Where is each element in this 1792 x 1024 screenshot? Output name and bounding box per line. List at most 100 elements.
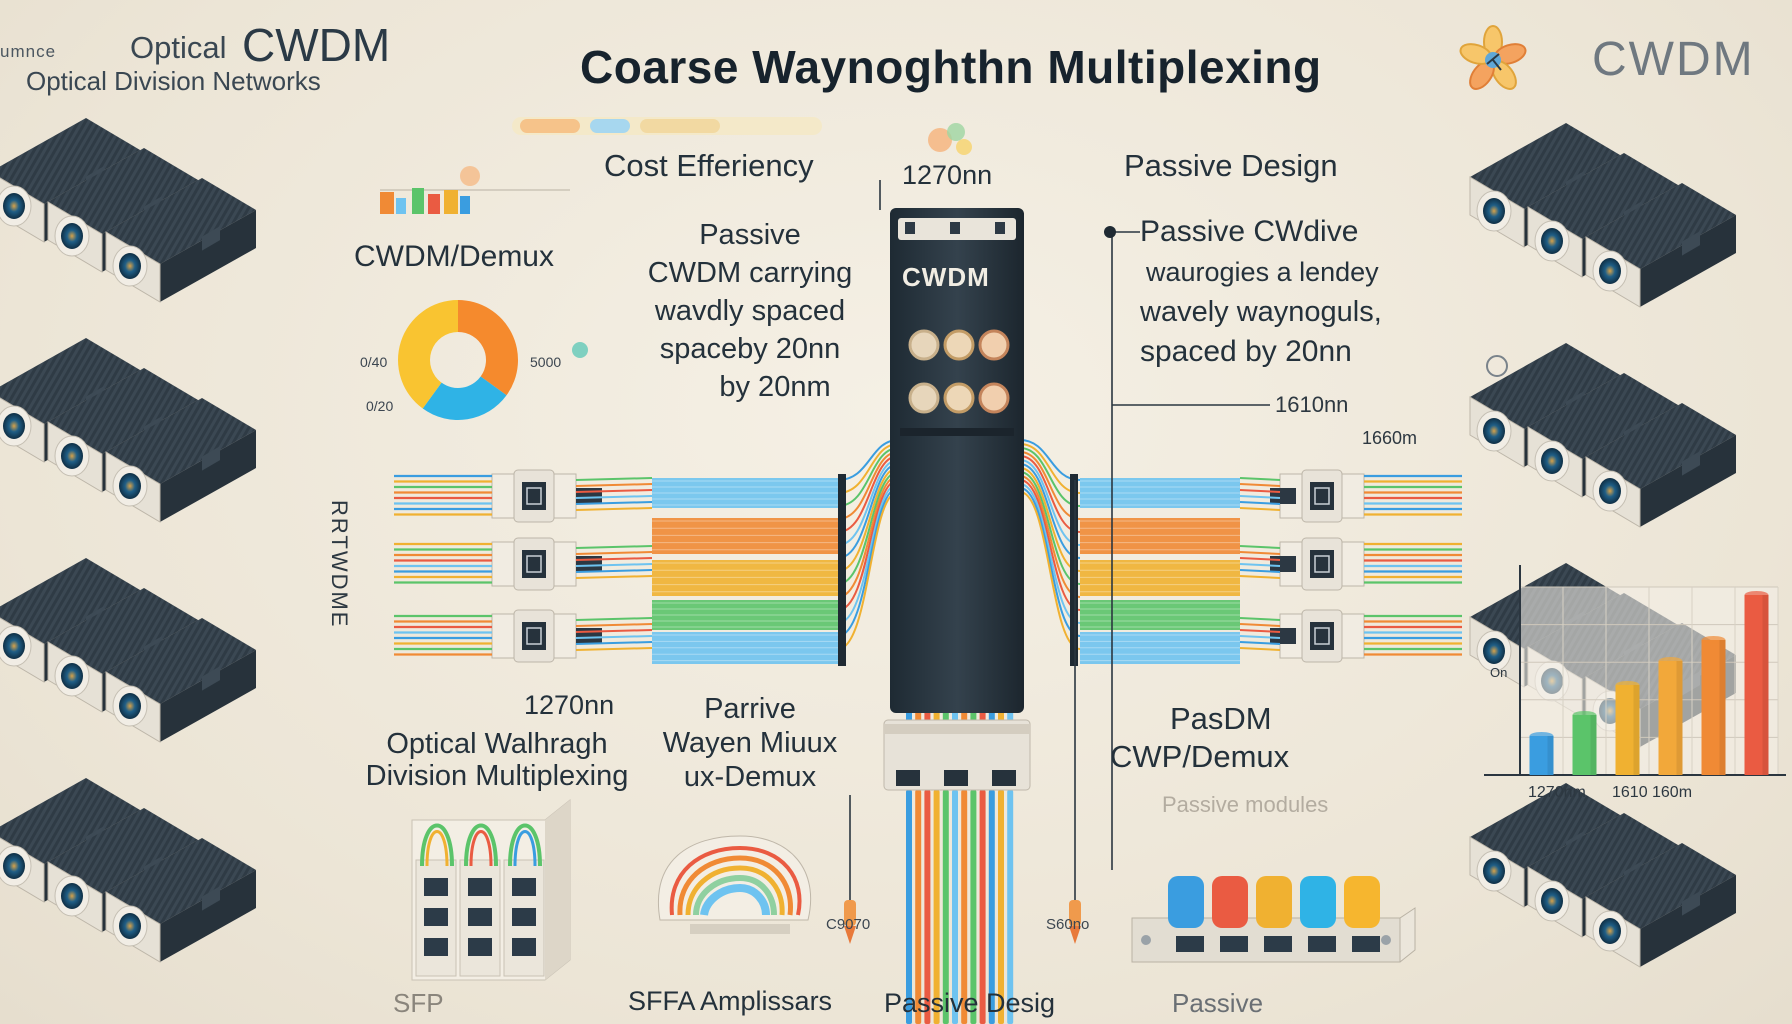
chart-bar	[1744, 591, 1769, 775]
ribbon-connector	[1270, 537, 1365, 591]
sfp-stack	[0, 118, 256, 303]
ribbon-clamp-left	[838, 474, 846, 666]
label-side-vertical: RRTWDME	[327, 500, 352, 629]
chart-bar	[1658, 657, 1683, 775]
left-passive-line: by 20nm	[719, 371, 831, 403]
chart-x-tick-label: 1270nm	[1528, 784, 1586, 801]
ribbon-connector	[491, 469, 602, 523]
chart-x-tick-label: 1610	[1612, 784, 1648, 801]
chart-bar	[1572, 711, 1597, 775]
amplifier-rainbow-icon	[658, 835, 812, 934]
ribbon-band	[652, 600, 1240, 630]
fiber-lead-inner-left	[575, 647, 653, 651]
legend-dot-teal	[572, 342, 588, 358]
fiber-strand-lower	[924, 790, 931, 1024]
chart-bar	[1615, 681, 1640, 775]
fiber-strand-lower	[1007, 790, 1014, 1024]
donut-chart	[398, 300, 518, 420]
fanout-fiber-left	[837, 459, 899, 546]
fiber-lead-inner-right	[1239, 647, 1281, 651]
label-1610: 1610nn	[1275, 392, 1349, 417]
header-accent-strip	[512, 117, 822, 135]
owdm-textblock: Optical Walhragh Division Multiplexing	[352, 728, 642, 792]
owdm-line: Optical Walhragh	[386, 728, 608, 760]
sfp-transceiver	[1585, 843, 1736, 968]
label-bottom-1270: 1270nn	[524, 690, 615, 720]
fiber-lead-inner-left	[575, 563, 653, 567]
right-passive-line: Passive CWdive	[1140, 215, 1359, 248]
sfp-stack	[1469, 123, 1736, 308]
module-port-grid	[908, 329, 1010, 414]
ribbon-connector	[491, 537, 602, 591]
fanout-fiber-left	[837, 475, 899, 598]
fiber-lead-inner-right	[1239, 477, 1281, 481]
fanout-fiber-left	[837, 483, 899, 624]
sfp-stack	[0, 778, 256, 963]
fiber-lead-inner-right	[1239, 575, 1281, 579]
sfp-stack	[1469, 343, 1736, 528]
color-swatch-cluster-left	[380, 166, 570, 214]
pasdm-textblock: PasDM CWP/Demux	[1110, 700, 1410, 776]
header-small-tag: umnce	[0, 42, 57, 61]
fanout-fiber-left	[837, 471, 899, 585]
patch-panel-bottom-left	[411, 798, 571, 981]
label-1660: 1660m	[1362, 428, 1418, 448]
header-optical-label: Optical	[130, 30, 227, 65]
donut-tick-left-b: 0/20	[366, 398, 394, 414]
fiber-lead-inner-left	[575, 557, 653, 561]
sfp-transceiver	[105, 398, 256, 523]
fiber-lead-inner-left	[575, 477, 653, 481]
sfp-stack	[0, 558, 256, 743]
fiber-lead-inner-left	[575, 623, 653, 627]
left-passive-line: spaceby 20nn	[659, 333, 841, 365]
fiber-lead-inner-right	[1239, 617, 1281, 621]
fiber-ribbons	[394, 439, 1462, 666]
connector-panel-bottom-right	[1131, 876, 1416, 963]
right-passive-textblock: Passive CWdive waurogies a lendey wavely…	[1140, 212, 1470, 372]
donut-tick-left-a: 0/40	[360, 354, 388, 370]
ribbon-band	[652, 518, 1240, 554]
fanout-fiber-left	[837, 487, 899, 637]
fiber-lead-inner-left	[575, 501, 653, 505]
right-passive-line: spaced by 20nn	[1140, 335, 1352, 368]
left-passive-line: Passive	[699, 219, 801, 251]
fiber-lead-inner-right	[1239, 507, 1281, 511]
parrive-line: ux-Demux	[683, 761, 817, 793]
fiber-lead-inner-left	[575, 489, 653, 493]
owdm-line: Division Multiplexing	[365, 760, 629, 792]
fanout-fiber-left	[837, 451, 899, 520]
right-passive-line: wavely waynoguls,	[1140, 296, 1382, 328]
fiber-strand-lower	[970, 790, 977, 1024]
right-passive-line: waurogies a lendey	[1146, 257, 1379, 287]
label-cwdm-demux: CWDM/Demux	[354, 240, 554, 273]
sfp-transceiver-stacks	[0, 118, 1736, 968]
leader-dot	[1104, 226, 1116, 238]
fiber-lead-inner-right	[1239, 501, 1281, 505]
header-brand-left: CWDM	[242, 19, 391, 71]
sfp-transceiver	[1585, 183, 1736, 308]
fanout-fiber-left	[837, 463, 899, 559]
label-sffa-amplifiers: SFFA Amplissars	[628, 986, 833, 1016]
fiber-lead-inner-left	[575, 629, 653, 633]
donut-tick-right: 5000	[530, 354, 562, 370]
label-sfp: SFP	[393, 988, 444, 1018]
fiber-lead-inner-left	[575, 495, 653, 499]
fiber-label-left: C9070	[826, 916, 871, 933]
left-passive-line: CWDM carrying	[647, 257, 853, 289]
sfp-stack	[1469, 783, 1736, 968]
ribbon-band	[652, 560, 1240, 596]
fanout-fiber-left	[837, 455, 899, 533]
parrive-line: Wayen Miuux	[662, 727, 838, 759]
fiber-lead-inner-right	[1239, 489, 1281, 493]
fiber-lead-inner-left	[575, 641, 653, 645]
fiber-label-right: S60no	[1046, 916, 1090, 933]
fiber-lead-inner-left	[575, 545, 653, 549]
header-subtitle: Optical Division Networks	[26, 66, 321, 96]
cwdm-core-module	[883, 208, 1031, 791]
leader-lines	[849, 180, 1270, 900]
sfp-stack	[0, 338, 256, 523]
label-passive-modules-faint: Passive modules	[1162, 792, 1329, 817]
fiber-lead-inner-right	[1239, 545, 1281, 549]
